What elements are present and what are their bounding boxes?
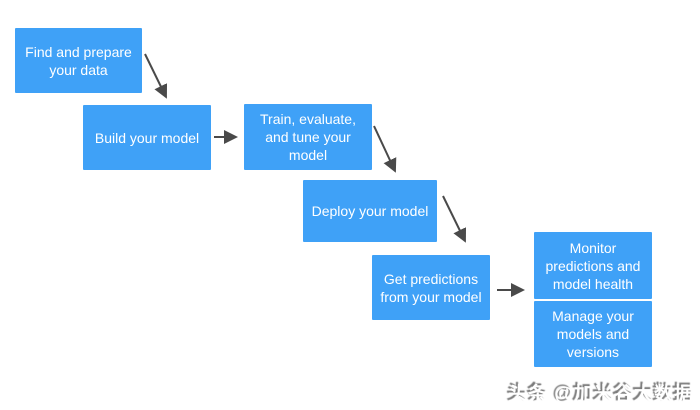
arrow-deploy-to-predictions	[442, 195, 467, 243]
node-train-evaluate-tune: Train, evaluate, and tune your model	[244, 104, 372, 170]
arrow-find-to-build	[144, 53, 168, 99]
watermark-text: 头条 @加米谷大数据	[508, 384, 694, 405]
node-find-and-prepare-data: Find and prepare your data	[15, 28, 142, 93]
node-get-predictions: Get predictions from your model	[372, 255, 490, 320]
node-build-your-model: Build your model	[83, 105, 211, 170]
node-monitor-predictions-health: Monitor predictions and model health	[534, 232, 652, 299]
node-manage-models-versions: Manage your models and versions	[534, 301, 652, 367]
node-deploy-your-model: Deploy your model	[303, 180, 437, 242]
arrow-train-to-deploy	[373, 125, 397, 173]
